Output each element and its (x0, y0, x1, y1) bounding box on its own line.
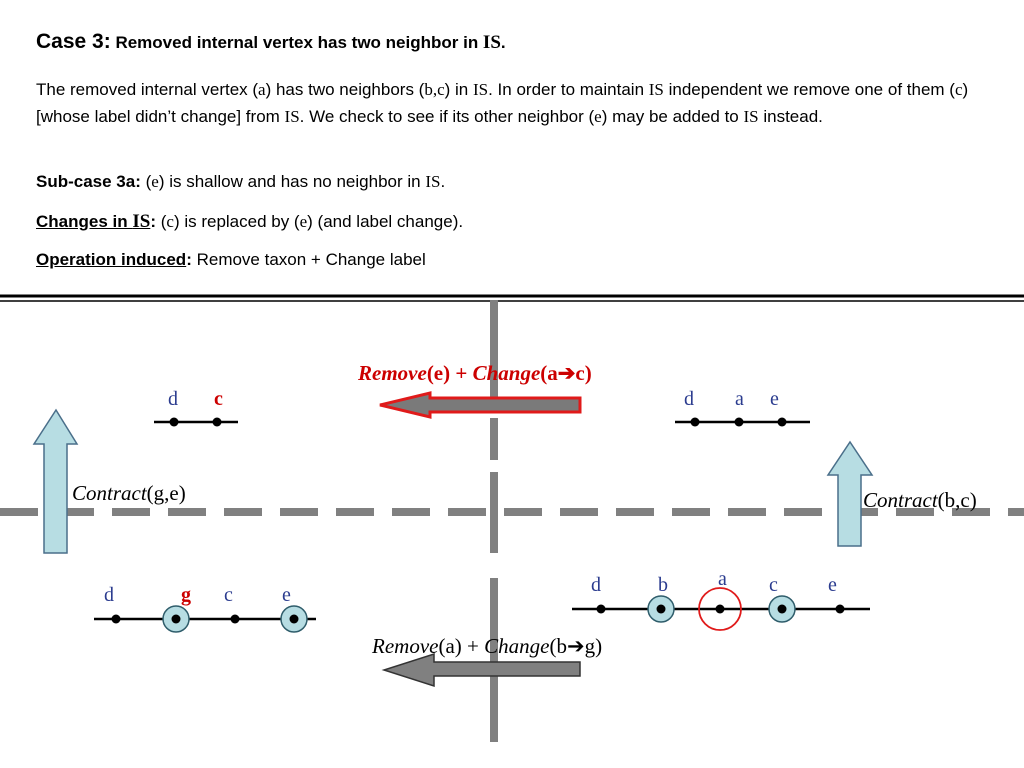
left-arrow-red-outline (379, 391, 582, 419)
desc-text: ) [whose label didn’t change] from (36, 80, 969, 126)
label-d: d (591, 574, 601, 596)
node-d (169, 417, 179, 427)
operation-text: Remove taxon + Change label (191, 250, 426, 269)
desc-var-is: IS (648, 80, 664, 99)
node-c (212, 417, 222, 427)
operation-line: Operation induced: Remove taxon + Change… (36, 250, 426, 270)
contract-left-label: Contract(g,e) (72, 481, 186, 505)
tree-bottom-left: d g c e (94, 584, 316, 633)
desc-var-is: IS (284, 107, 300, 126)
label-a: a (718, 568, 727, 590)
label-e: e (282, 584, 291, 606)
label-c: c (214, 388, 223, 410)
desc-text: instead. (758, 107, 823, 126)
node-d (690, 417, 700, 427)
case-title-text: Removed internal vertex has two neighbor… (115, 33, 483, 52)
desc-var-c: c (954, 80, 963, 99)
changes-label: Changes in (36, 212, 133, 231)
case-label: Case 3: (36, 30, 111, 53)
label-d: d (168, 388, 178, 410)
up-arrow-right (826, 440, 874, 547)
node-e (777, 417, 787, 427)
description-paragraph: The removed internal vertex (a) has two … (36, 76, 976, 130)
node-e (835, 604, 845, 614)
node-a (715, 604, 725, 614)
subcase-label: Sub-case 3a: (36, 172, 141, 191)
up-arrow-left (32, 408, 79, 554)
removed-highlight-a (698, 587, 742, 631)
contract-right-label: Contract(b,c) (863, 488, 977, 512)
subcase-text: ) is shallow and has no neighbor in (158, 172, 426, 191)
top-operation-label: Remove(e) + Change(a➔c) (357, 361, 592, 385)
node-d (596, 604, 606, 614)
case-title-is: IS (482, 32, 501, 53)
label-g: g (181, 584, 191, 606)
desc-text: The removed internal vertex ( (36, 80, 259, 99)
desc-text: . In order to maintain (488, 80, 649, 99)
changes-var-c: c (166, 212, 174, 231)
subcase-text: ( (140, 172, 152, 191)
subcase-var-e: e (151, 172, 159, 191)
case-title-end: . (500, 33, 506, 52)
label-a: a (735, 388, 744, 410)
tree-bottom-right: d b a c e (572, 568, 870, 631)
operation-label: Operation induced (36, 250, 187, 269)
changes-text: ) is replaced by ( (173, 212, 300, 231)
desc-text: ) in (444, 80, 473, 99)
node-b (656, 604, 666, 614)
label-b: b (658, 574, 668, 596)
desc-var-bc: b,c (424, 80, 445, 99)
subcase-text: . (440, 172, 446, 191)
subcase-var-is: IS (425, 172, 441, 191)
node-c (777, 604, 787, 614)
case-title: Case 3: Removed internal vertex has two … (36, 30, 506, 54)
operation-colon: : (186, 250, 192, 269)
changes-text: ) (and label change). (307, 212, 464, 231)
left-arrow-gray (381, 652, 581, 688)
node-g (171, 614, 181, 624)
desc-var-e: e (594, 107, 602, 126)
node-a (734, 417, 744, 427)
desc-text: independent we remove one of them ( (663, 80, 955, 99)
desc-text: . We check to see if its other neighbor … (299, 107, 595, 126)
node-d (111, 614, 121, 624)
subcase-line: Sub-case 3a: (e) is shallow and has no n… (36, 172, 445, 192)
label-e: e (770, 388, 779, 410)
tree-top-right: d a e (675, 388, 810, 427)
desc-text: ) may be added to (601, 107, 744, 126)
desc-var-a: a (258, 80, 266, 99)
changes-label-is: IS (132, 211, 151, 232)
desc-var-is: IS (743, 107, 759, 126)
label-c: c (769, 574, 778, 596)
bottom-operation-label: Remove(a) + Change(b➔g) (371, 634, 602, 658)
tree-top-left: d c (154, 388, 238, 427)
desc-text: ) has two neighbors ( (265, 80, 425, 99)
changes-colon: : (150, 212, 156, 231)
changes-var-e: e (299, 212, 308, 231)
label-d: d (104, 584, 114, 606)
node-c (230, 614, 240, 624)
changes-line: Changes in IS: (c) is replaced by (e) (a… (36, 211, 463, 233)
label-c: c (224, 584, 233, 606)
label-d: d (684, 388, 694, 410)
desc-var-is: IS (472, 80, 489, 99)
changes-text: ( (156, 212, 167, 231)
label-e: e (828, 574, 837, 596)
node-e (289, 614, 299, 624)
